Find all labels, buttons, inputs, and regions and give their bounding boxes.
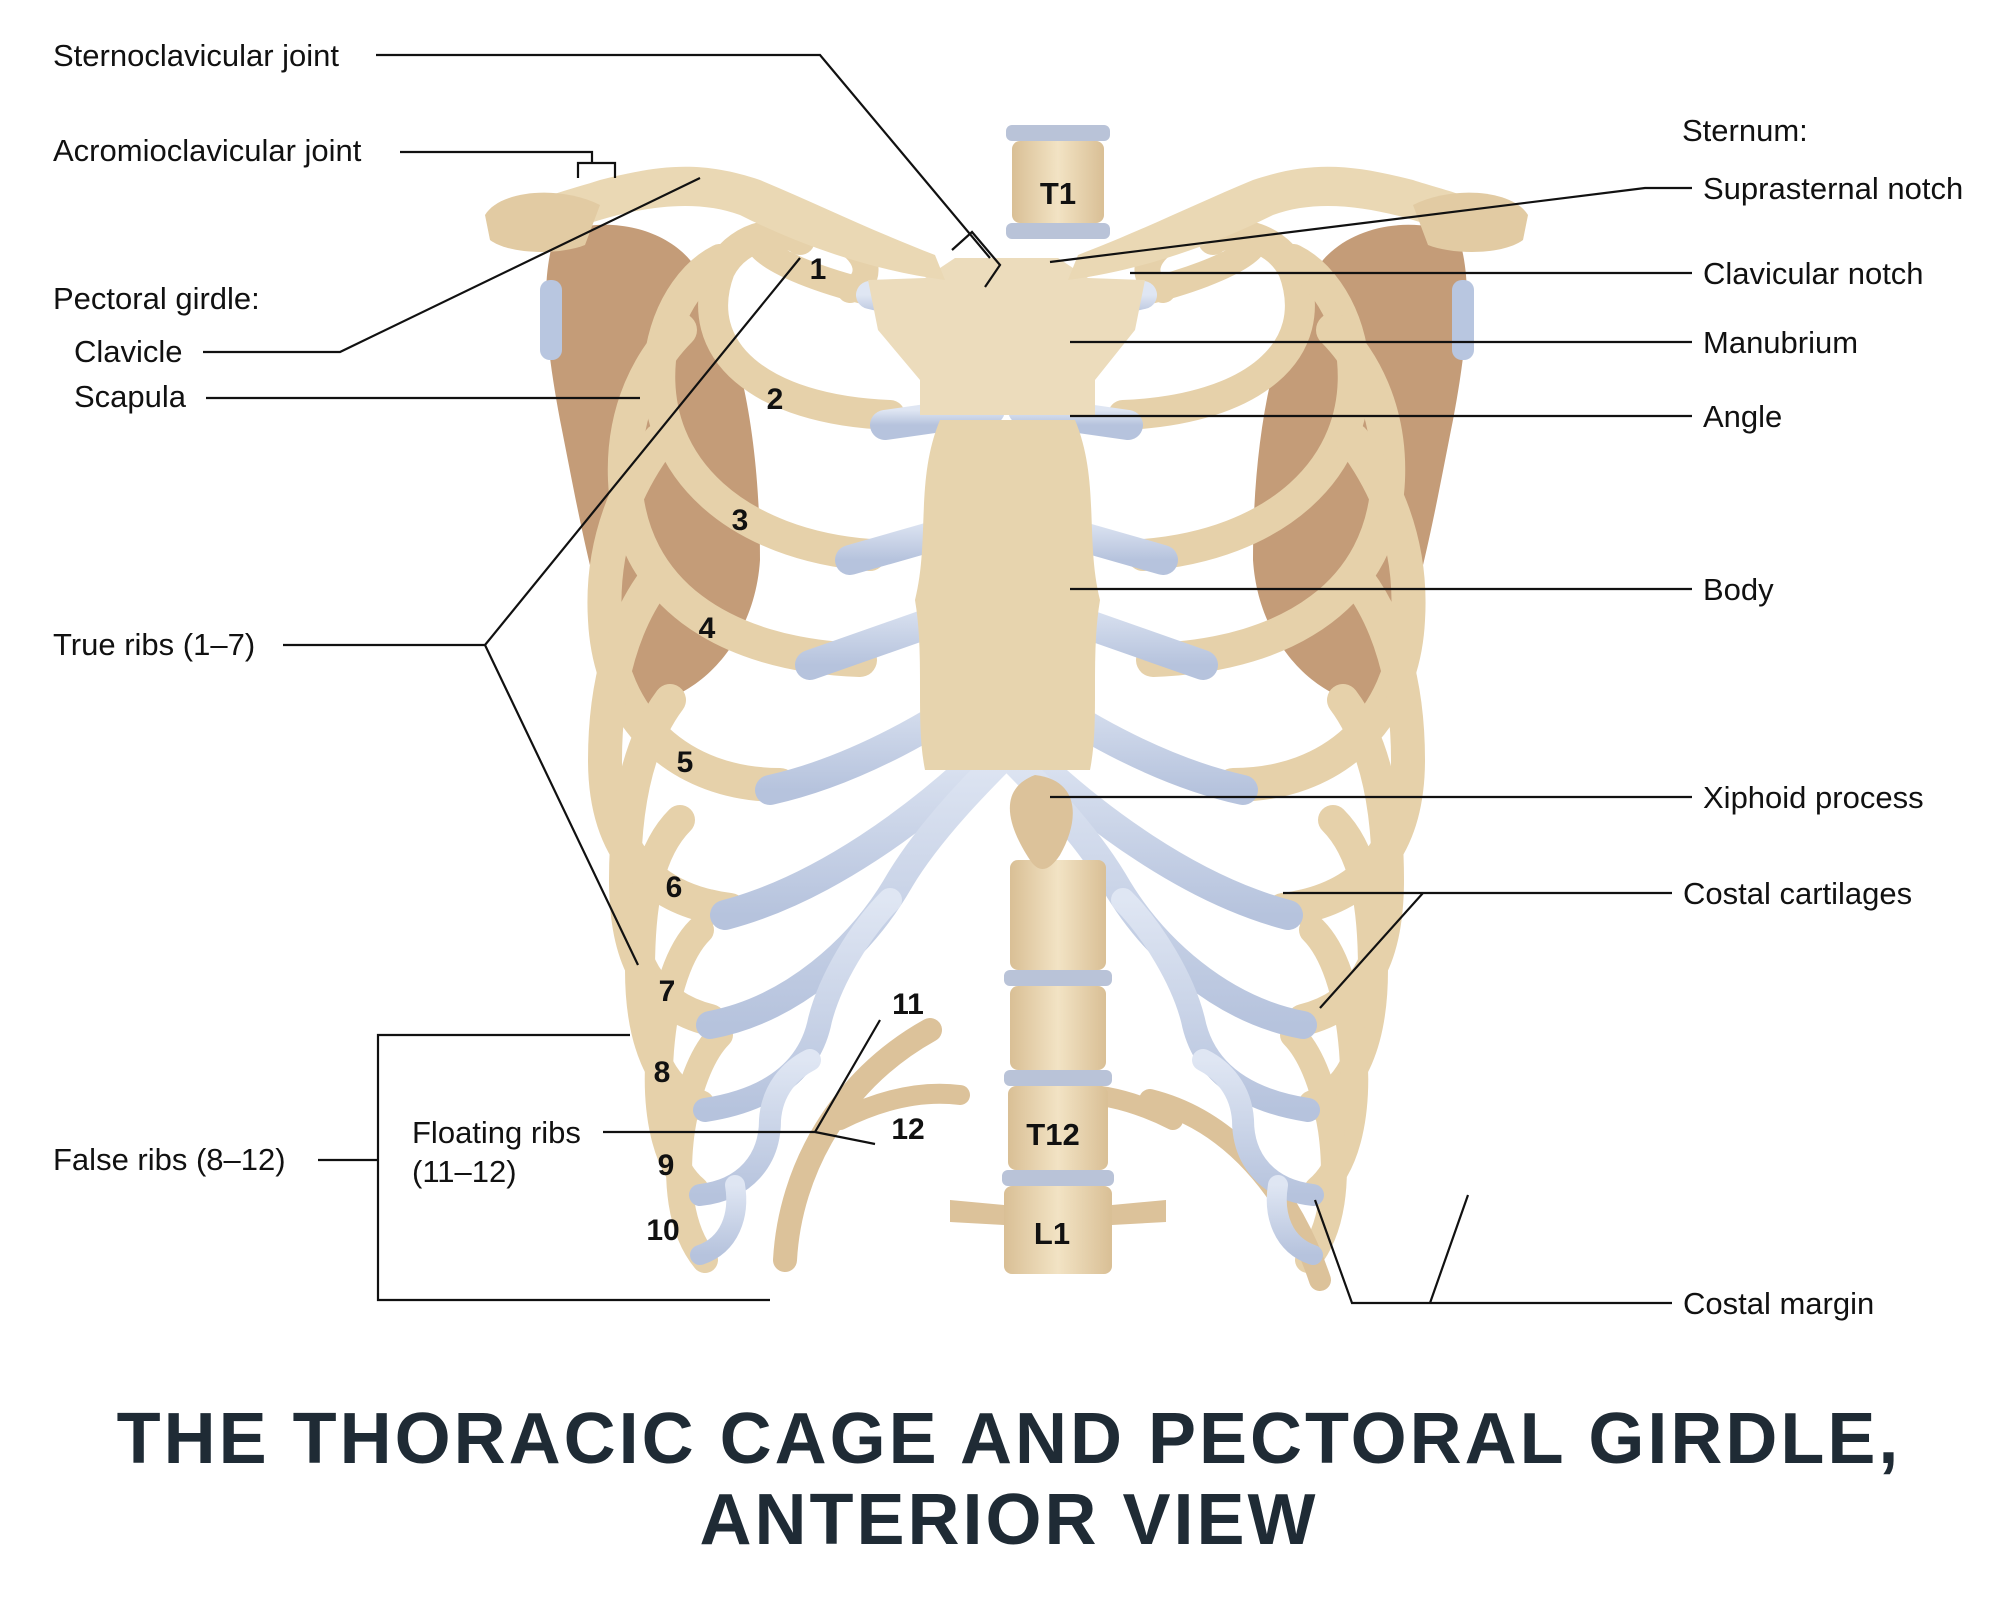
label-floating-ribs-1: Floating ribs: [412, 1115, 581, 1150]
label-floating-ribs-2: (11–12): [412, 1154, 517, 1189]
label-vertebra-t12: T12: [1026, 1117, 1079, 1152]
rib-12-left: [830, 1083, 970, 1130]
leader-clavicle: [203, 177, 701, 354]
ribs-left: [587, 216, 970, 1273]
rib-number-8: 8: [654, 1056, 671, 1089]
rib-3-right: [1127, 244, 1370, 571]
leader-suprasternal-notch: [1049, 186, 1692, 264]
disc-lower-1: [1004, 970, 1112, 986]
acromion-left: [485, 192, 600, 252]
rib-number-4: 4: [699, 612, 716, 645]
label-acromioclavicular-joint: Acromioclavicular joint: [53, 133, 362, 168]
title-line-1: THE THORACIC CAGE AND PECTORAL GIRDLE,: [117, 1399, 1902, 1479]
clavicle-right: [1068, 166, 1513, 280]
vertebra-t1: [1012, 141, 1104, 223]
label-angle: Angle: [1703, 399, 1782, 434]
rib-number-7: 7: [659, 975, 676, 1008]
bracket-sternoclavicular: [951, 230, 1002, 288]
label-suprasternal-notch: Suprasternal notch: [1703, 171, 1963, 206]
rib-2-right: [1108, 219, 1315, 430]
rib-10-left: [666, 1022, 733, 1273]
cartilage-8-right: [1111, 888, 1320, 1122]
rib-2-left: [698, 219, 905, 430]
rib-number-3: 3: [732, 504, 749, 537]
xiphoid: [1009, 775, 1073, 870]
rib-number-2: 2: [767, 383, 784, 416]
label-body: Body: [1703, 572, 1774, 607]
rib-5-right: [1216, 423, 1426, 802]
leader-sternoclavicular: [376, 53, 991, 259]
labels: Sternoclavicular joint Acromioclavicular…: [53, 38, 1963, 1321]
vertebra-lower-2: [1010, 986, 1106, 1070]
rib-6-right: [1266, 563, 1426, 927]
label-sternum: Sternum:: [1682, 113, 1808, 148]
label-costal-cartilages: Costal cartilages: [1683, 876, 1912, 911]
vertebra-t12: [1008, 1086, 1108, 1170]
cartilage-10-left: [690, 1175, 747, 1265]
rib-6-left: [587, 563, 747, 927]
label-costal-margin: Costal margin: [1683, 1286, 1874, 1321]
leader-costal-cartilages: [1283, 891, 1672, 1009]
bracket-acromioclavicular: [576, 161, 617, 178]
label-false-ribs: False ribs (8–12): [53, 1142, 286, 1177]
disc-lower-2: [1004, 1070, 1112, 1086]
rib-3-left: [643, 244, 886, 571]
leader-costal-margin: [1313, 1194, 1672, 1305]
label-scapula: Scapula: [74, 379, 187, 414]
label-vertebra-t1: T1: [1040, 176, 1076, 211]
label-manubrium: Manubrium: [1703, 325, 1858, 360]
cartilage-7-left: [696, 736, 1024, 1039]
rib-11-left: [773, 1018, 942, 1272]
label-true-ribs: True ribs (1–7): [53, 627, 255, 662]
cartilage-8-left: [693, 888, 902, 1122]
rib-number-6: 6: [666, 871, 683, 904]
acromion-right: [1413, 192, 1528, 252]
vertebra-lower-1: [1010, 860, 1106, 970]
label-xiphoid-process: Xiphoid process: [1703, 780, 1924, 815]
sternum: [868, 258, 1145, 870]
label-pectoral-girdle: Pectoral girdle:: [53, 281, 260, 316]
label-clavicle: Clavicle: [74, 334, 183, 369]
leader-floating-ribs: [603, 1019, 881, 1146]
vertebral-column: [950, 125, 1166, 1274]
label-vertebra-l1: L1: [1034, 1216, 1070, 1251]
rib-number-5: 5: [677, 746, 694, 779]
l1-transverse-processes: [950, 1200, 1166, 1225]
title-line-2: ANTERIOR VIEW: [699, 1480, 1318, 1560]
vertebra-l1: [1004, 1186, 1112, 1274]
glenoid-left: [540, 280, 562, 360]
rib-number-1: 1: [810, 253, 827, 286]
disc-top: [1006, 125, 1110, 141]
leader-acromioclavicular: [400, 150, 594, 163]
rib-number-9: 9: [658, 1149, 675, 1182]
label-clavicular-notch: Clavicular notch: [1703, 256, 1924, 291]
cartilage-6-right: [998, 725, 1303, 930]
rib-5-left: [587, 423, 797, 802]
bracket-false-ribs: [318, 1033, 770, 1302]
clavicle-left: [500, 166, 945, 280]
rib-number-11: 11: [892, 988, 924, 1021]
disc-t1: [1006, 223, 1110, 239]
manubrium: [868, 258, 1145, 415]
diagram-title: THE THORACIC CAGE AND PECTORAL GIRDLE, A…: [117, 1399, 1902, 1560]
leader-true-ribs: [283, 257, 801, 966]
glenoid-right: [1452, 280, 1474, 360]
skeleton-illustration: [485, 125, 1528, 1291]
leader-lines: [203, 53, 1692, 1305]
sternal-body: [915, 420, 1100, 770]
label-sternoclavicular-joint: Sternoclavicular joint: [53, 38, 339, 73]
cartilage-6-left: [710, 725, 1015, 930]
disc-t12: [1002, 1170, 1114, 1186]
rib-number-12: 12: [891, 1113, 924, 1146]
cartilage-10-right: [1266, 1175, 1323, 1265]
rib-number-10: 10: [646, 1214, 679, 1247]
